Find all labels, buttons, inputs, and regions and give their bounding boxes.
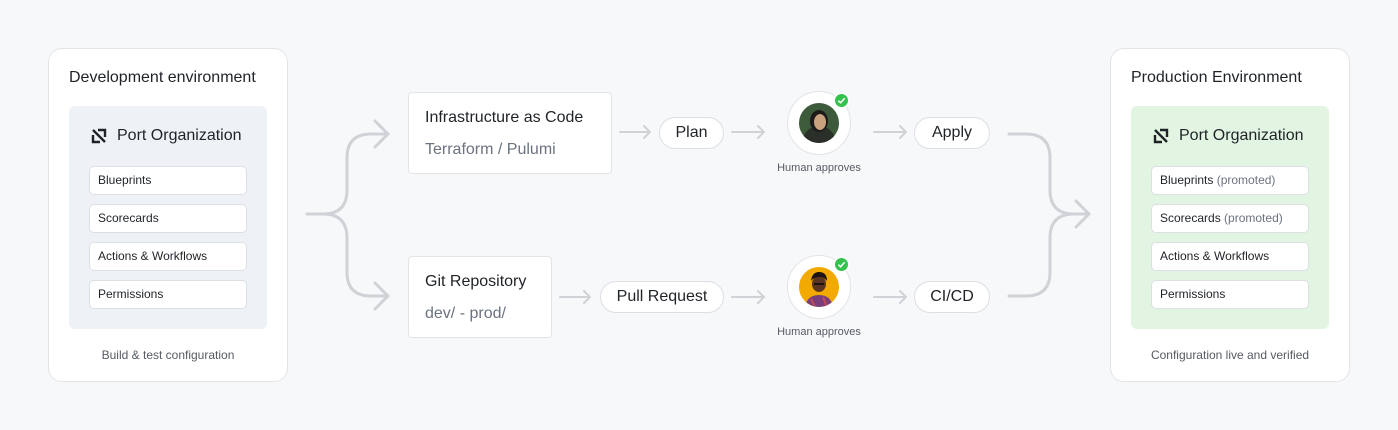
dev-item-permissions[interactable]: Permissions [89,280,247,309]
arrowhead-to-git [373,281,390,311]
item-label: Permissions [98,287,164,301]
plan-step: Plan [659,117,724,149]
item-note: (promoted) [1216,173,1276,187]
iac-subtitle: Terraform / Pulumi [425,141,556,158]
arrowhead-to-iac [373,119,390,149]
dev-item-actions-workflows[interactable]: Actions & Workflows [89,242,247,271]
check-icon [833,256,850,273]
prod-org-header: Port Organization [1153,127,1304,145]
git-title: Git Repository [425,273,527,290]
item-label: Scorecards [1160,211,1221,225]
prod-merge-connector-lower [1007,212,1076,298]
prod-environment-card: Production Environment Port Organization… [1110,48,1350,382]
dev-environment-caption: Build & test configuration [101,348,235,362]
git-card: Git Repository dev/ - prod/ [408,256,552,338]
item-note: (promoted) [1224,211,1283,225]
item-label: Actions & Workflows [1160,249,1270,263]
prod-item-permissions[interactable]: Permissions [1151,280,1309,309]
port-logo-icon [91,128,107,144]
arrow-iac-to-plan [619,125,651,139]
item-label: Blueprints [98,173,152,187]
dev-item-blueprints[interactable]: Blueprints [89,166,247,195]
prod-environment-title: Production Environment [1131,69,1302,86]
arrowhead-to-prod [1074,199,1091,229]
dev-org-panel: Port Organization Blueprints Scorecards … [69,106,267,329]
dev-branch-connector-lower [321,212,390,298]
prod-item-actions-workflows[interactable]: Actions & Workflows [1151,242,1309,271]
item-label: Scorecards [98,211,159,225]
iac-card: Infrastructure as Code Terraform / Pulum… [408,92,612,174]
pull-request-step: Pull Request [600,281,724,313]
prod-item-blueprints[interactable]: Blueprints (promoted) [1151,166,1309,195]
iac-approver [787,91,851,155]
arrow-approver-to-cicd [873,290,907,304]
dev-environment-card: Development environment Port Organizatio… [48,48,288,382]
iac-approver-caption: Human approves [777,162,861,174]
git-approver [787,255,851,319]
person-avatar-icon [799,103,839,143]
check-icon [833,92,850,109]
prod-environment-caption: Configuration live and verified [1150,348,1310,362]
item-label: Blueprints [1160,173,1214,187]
dev-org-header: Port Organization [91,127,242,145]
dev-item-scorecards[interactable]: Scorecards [89,204,247,233]
port-logo-icon [1153,128,1169,144]
cicd-step: CI/CD [914,281,990,313]
prod-org-panel: Port Organization Blueprints (promoted) … [1131,106,1329,329]
item-label: Permissions [1160,287,1226,301]
dev-environment-title: Development environment [69,69,256,86]
iac-title: Infrastructure as Code [425,109,584,126]
apply-step: Apply [914,117,990,149]
dev-branch-connector [305,132,390,216]
git-approver-caption: Human approves [777,326,861,338]
arrow-pr-to-approver [731,290,765,304]
arrow-approver-to-apply [873,125,907,139]
avatar [799,103,839,143]
arrow-git-to-pr [559,290,591,304]
avatar [799,267,839,307]
prod-org-name: Port Organization [1179,127,1304,144]
arrow-plan-to-approver [731,125,765,139]
prod-item-scorecards[interactable]: Scorecards (promoted) [1151,204,1309,233]
git-subtitle: dev/ - prod/ [425,305,506,322]
person-avatar-icon [799,267,839,307]
prod-merge-connector-upper [1007,132,1091,216]
item-label: Actions & Workflows [98,249,208,263]
dev-org-name: Port Organization [117,127,242,144]
